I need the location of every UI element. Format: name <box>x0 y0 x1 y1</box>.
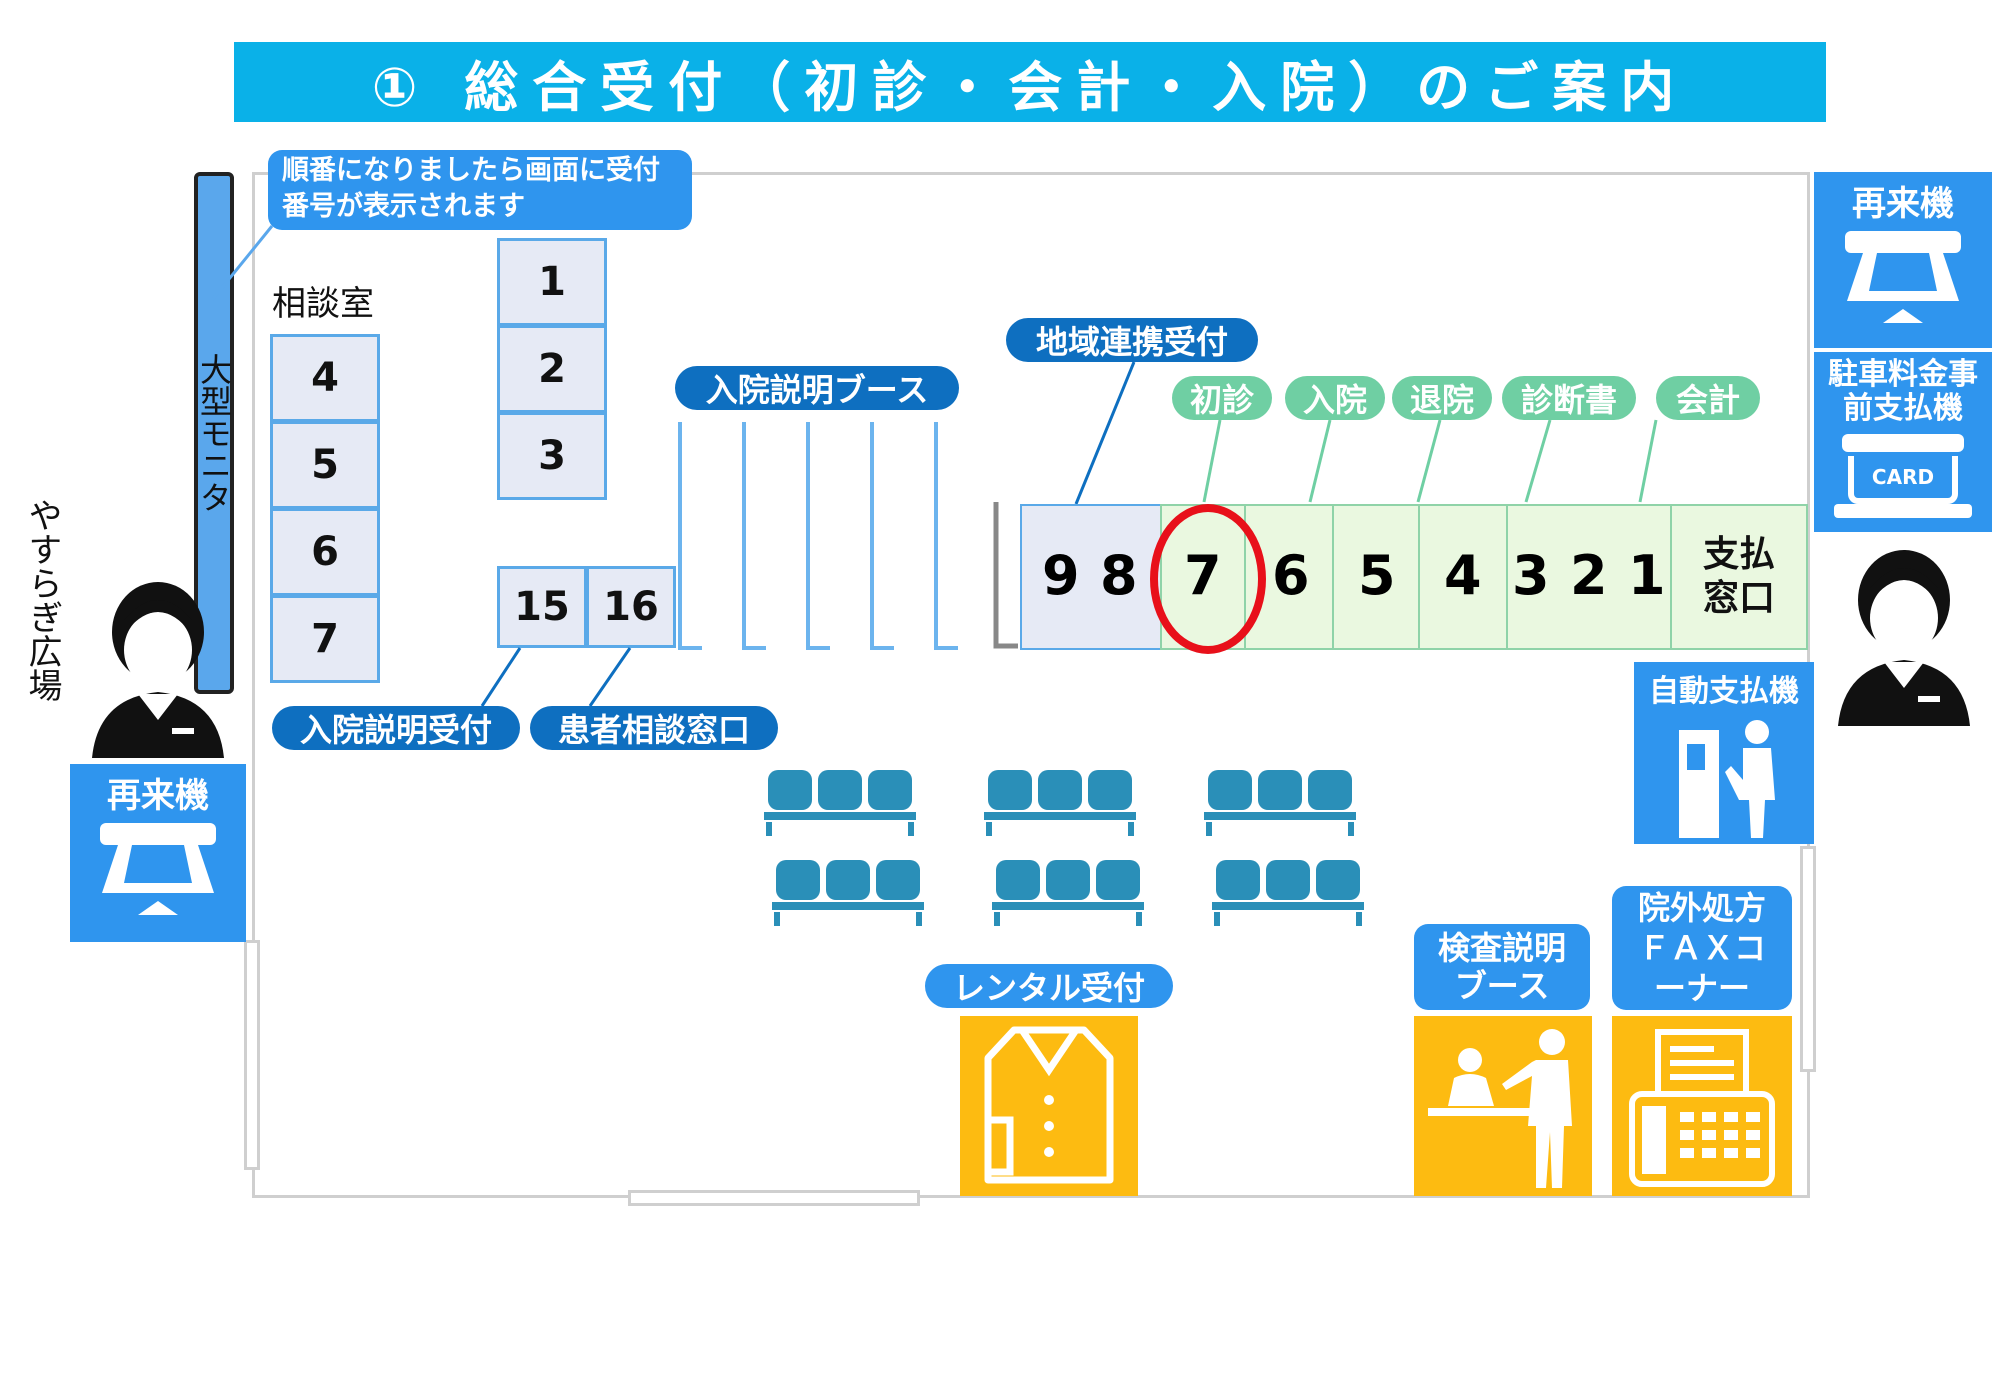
auto-pay-machine: 自動支払機 <box>1634 662 1814 844</box>
window-6: 6 <box>1272 544 1310 607</box>
ticket-machine-icon <box>1845 231 1961 323</box>
rental-label: レンタル受付 <box>925 964 1173 1008</box>
page-title: ① 総合受付（初診・会計・入院）のご案内 <box>234 42 1826 122</box>
parking-pay-label: 駐車料金事前支払機 <box>1828 357 1978 426</box>
staff-person-icon <box>92 582 224 758</box>
category-certificate: 診断書 <box>1502 376 1636 420</box>
counter-block-regional <box>1020 504 1162 650</box>
category-payment: 会計 <box>1656 376 1760 420</box>
ticket-machine-icon <box>100 823 216 915</box>
window-4: 4 <box>1444 544 1482 607</box>
window-9: 9 <box>1042 544 1080 607</box>
left-kiosk: 再来機 <box>70 764 246 942</box>
left-door <box>244 940 260 1170</box>
bottom-door <box>628 1190 920 1206</box>
auto-pay-label: 自動支払機 <box>1649 674 1799 709</box>
category-first-visit: 初診 <box>1172 376 1272 420</box>
payment-window: 支払窓口 <box>1670 504 1808 650</box>
payment-window-label: 支払窓口 <box>1702 534 1775 619</box>
category-pointers <box>1202 419 1658 503</box>
left-kiosk-label: 再来機 <box>107 776 209 816</box>
fax-corner-label: 院外処方ＦＡＸコーナー <box>1612 886 1792 1010</box>
consult-room-2: 2 <box>497 325 607 413</box>
counter-block-certificate <box>1418 504 1508 650</box>
monitor-callout: 順番になりましたら画面に受付番号が表示されます <box>268 150 692 230</box>
card-label: CARD <box>1871 465 1935 489</box>
window-1: 1 <box>1628 544 1666 607</box>
atm-person-icon <box>1679 720 1775 838</box>
consult-room-3: 3 <box>497 412 607 500</box>
admission-desk-pointer <box>480 647 632 707</box>
window-3: 3 <box>1512 544 1550 607</box>
fax-machine-icon <box>1629 1029 1775 1187</box>
consult-room-6: 6 <box>270 508 380 596</box>
monitor-label: 大型モニタ <box>195 353 233 513</box>
fax-corner <box>1612 1016 1792 1196</box>
right-door <box>1800 846 1816 1072</box>
exam-booth-label: 検査説明ブース <box>1414 924 1590 1010</box>
counter-partition <box>993 502 1018 649</box>
exam-booth <box>1414 1016 1592 1196</box>
callout-pointer <box>210 225 274 301</box>
large-monitor: 大型モニタ <box>194 172 234 694</box>
shirt-icon <box>984 1026 1114 1184</box>
rental-counter <box>960 1016 1138 1196</box>
parking-pay-machine: 駐車料金事前支払機 CARD <box>1814 352 1992 532</box>
consult-room-5: 5 <box>270 421 380 509</box>
plaza-label: やすらぎ広場 <box>22 498 62 702</box>
admission-booth-label: 入院説明ブース <box>675 366 959 410</box>
window-5: 5 <box>1358 544 1396 607</box>
admission-booth-partitions <box>678 422 958 650</box>
waiting-seats-icon <box>764 770 1364 926</box>
window-2: 2 <box>1570 544 1608 607</box>
room-15: 15 <box>497 566 587 648</box>
reception-desk-icon <box>1428 1029 1572 1188</box>
highlight-ring <box>1150 504 1266 654</box>
consult-room-label: 相談室 <box>272 284 374 324</box>
patient-consult-label: 患者相談窓口 <box>530 706 778 750</box>
regional-label: 地域連携受付 <box>1006 318 1258 362</box>
category-admission: 入院 <box>1285 376 1385 420</box>
consult-room-7: 7 <box>270 595 380 683</box>
admission-desk-label: 入院説明受付 <box>272 706 520 750</box>
consult-room-4: 4 <box>270 334 380 422</box>
right-kiosk-label: 再来機 <box>1852 184 1954 224</box>
category-discharge: 退院 <box>1392 376 1492 420</box>
card-machine-icon: CARD <box>1828 434 1978 524</box>
staff-person-icon <box>1838 550 1970 726</box>
room-16: 16 <box>586 566 676 648</box>
counter-block-discharge <box>1332 504 1420 650</box>
window-8: 8 <box>1100 544 1138 607</box>
consult-room-1: 1 <box>497 238 607 326</box>
right-kiosk: 再来機 <box>1814 172 1992 348</box>
regional-pointer <box>1074 361 1136 505</box>
